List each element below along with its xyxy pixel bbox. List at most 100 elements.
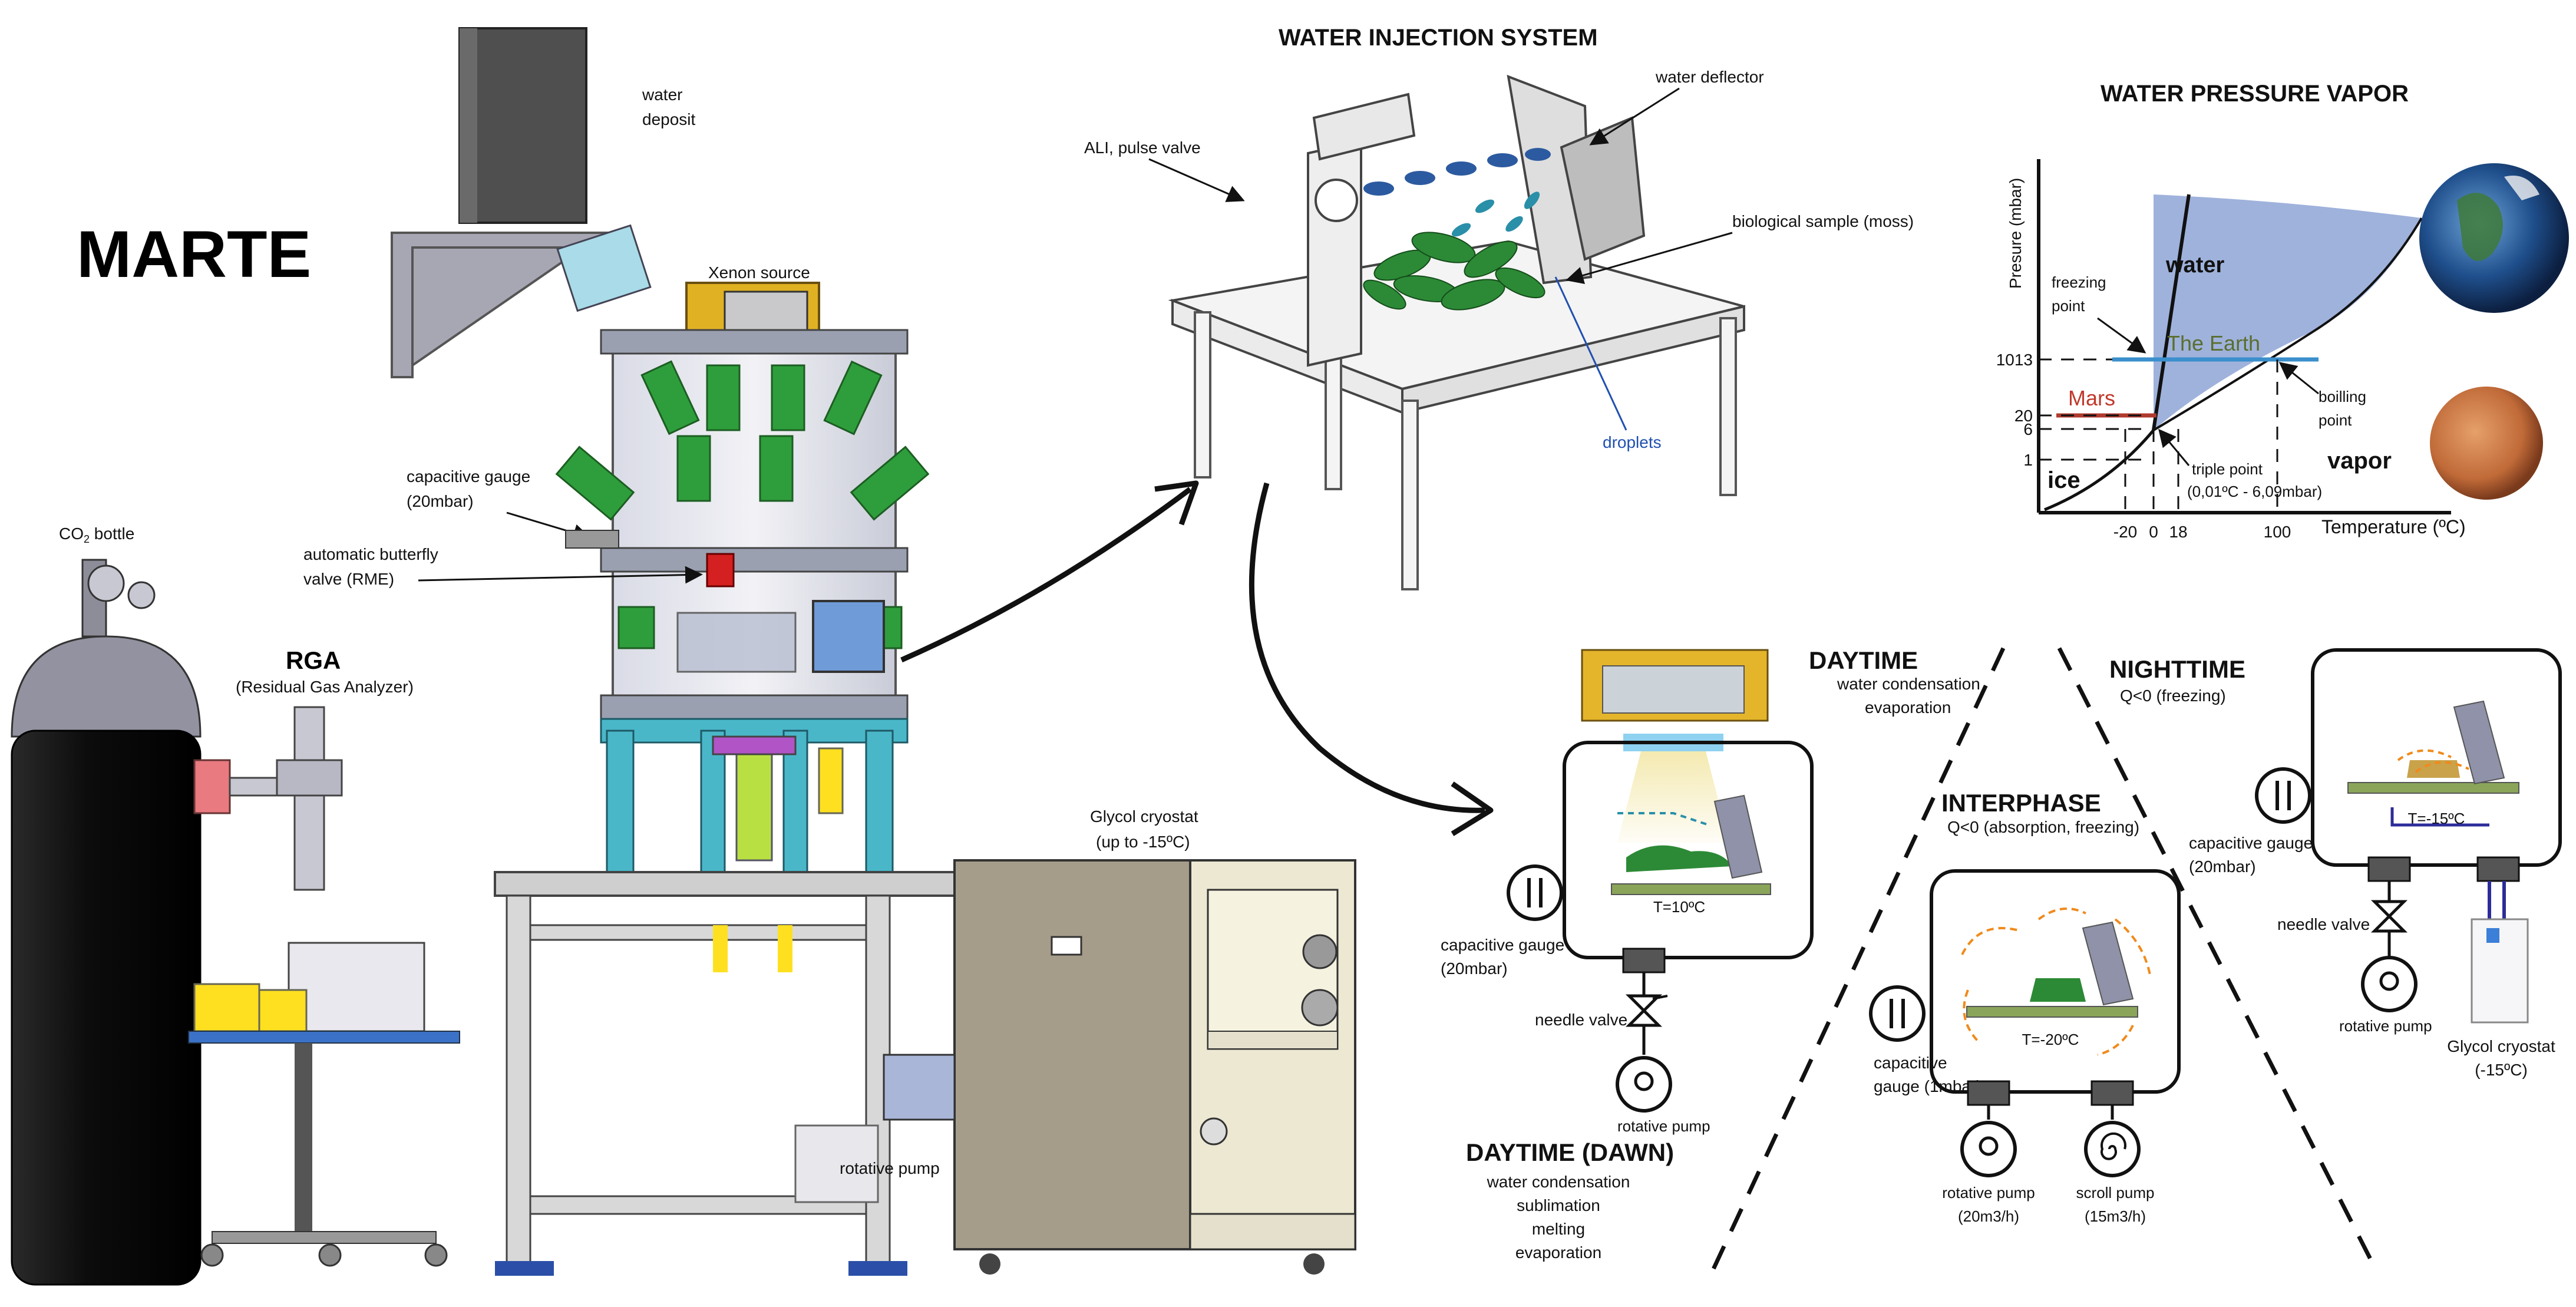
nighttime-title: NIGHTTIME	[2109, 655, 2245, 683]
nighttime-pump-icon	[2361, 956, 2418, 1012]
co2-bottle-label: CO2 bottle	[59, 524, 134, 545]
interphase-temp: T=-20ºC	[2022, 1031, 2079, 1048]
injection-section: WATER INJECTION SYSTEM	[1084, 25, 1914, 590]
dawn-line-1: water condensation	[1487, 1173, 1630, 1191]
daytime-temp: T=10ºC	[1653, 898, 1705, 916]
nighttime-cryostat-1: Glycol cryostat	[2447, 1037, 2555, 1055]
marte-title: MARTE	[77, 217, 311, 291]
interphase-chamber[interactable]	[1930, 869, 2181, 1094]
daytime-chamber[interactable]	[1563, 741, 1814, 959]
interphase-rotative-pump-icon	[1960, 1121, 2017, 1177]
water-deposit-label-1: water	[642, 85, 682, 104]
phase-ice-label: ice	[2047, 467, 2080, 493]
daytime-gauge-2: (20mbar)	[1441, 959, 1508, 978]
separator-2	[2057, 647, 2380, 1274]
marte-pump-label: rotative pump	[840, 1159, 940, 1177]
triple-label-2: (0,01ºC - 6,09mbar)	[2187, 483, 2322, 500]
interphase-panel: INTERPHASE Q<0 (absorption, freezing) T=…	[1869, 789, 2181, 1225]
sublimation-curve	[2044, 429, 2155, 511]
injection-title: WATER INJECTION SYSTEM	[1279, 25, 1598, 51]
interphase-title: INTERPHASE	[1941, 789, 2101, 817]
interphase-pump2-1: scroll pump	[2076, 1184, 2155, 1202]
x-tick-label: -20	[2113, 523, 2137, 541]
rga-subtitle: (Residual Gas Analyzer)	[236, 678, 414, 696]
moss-sample	[1363, 232, 1545, 311]
y-tick-label: 1	[2023, 451, 2033, 469]
interphase-sub: Q<0 (absorption, freezing)	[1947, 818, 2139, 836]
nighttime-gauge-2: (20mbar)	[2189, 857, 2256, 876]
dawn-title: DAYTIME (DAWN)	[1466, 1138, 1674, 1166]
daytime-sub-1: water condensation	[1837, 675, 1980, 693]
glycol-label-1: Glycol cryostat	[1090, 807, 1198, 826]
nighttime-pump-label: rotative pump	[2339, 1017, 2432, 1035]
nighttime-needle-valve	[2370, 900, 2408, 933]
marte-gauge-label-1: capacitive gauge	[407, 467, 530, 486]
mars-image	[2430, 387, 2543, 500]
interphase-scroll-pump-icon	[2084, 1121, 2141, 1177]
nighttime-cryostat-2: (-15ºC)	[2475, 1061, 2528, 1079]
nighttime-panel: NIGHTTIME Q<0 (freezing) T=-15ºC capacit…	[2109, 648, 2562, 1079]
phase-xlabel: Temperature (ºC)	[2321, 516, 2466, 537]
daytime-panel: DAYTIME water condensation evaporation T…	[1441, 646, 1980, 1262]
phase-title: WATER PRESSURE VAPOR	[2101, 81, 2409, 107]
melting-curve	[2152, 194, 2191, 431]
droplets-label: droplets	[1603, 433, 1662, 451]
daytime-gauge-1: capacitive gauge	[1441, 936, 1564, 954]
arrow-to-injection	[900, 487, 1192, 663]
water-deposit-label-2: deposit	[642, 110, 696, 128]
daytime-needle-label: needle valve	[1535, 1011, 1627, 1029]
dawn-line-4: evaporation	[1515, 1243, 1601, 1262]
arrow-to-daytime	[1249, 482, 1485, 813]
x-tick-label: 18	[2169, 523, 2187, 541]
freezing-label-1: freezing	[2052, 273, 2106, 291]
daytime-sub-2: evaporation	[1865, 698, 1951, 717]
water-deposit-tank	[458, 27, 587, 224]
water-region	[2154, 194, 2422, 430]
glycol-cryostat	[953, 859, 1356, 1275]
phase-earth-label: The Earth	[2167, 331, 2260, 355]
daytime-title: DAYTIME	[1809, 646, 1918, 674]
xenon-source-label: Xenon source	[708, 263, 810, 282]
x-tick-label: 0	[2149, 523, 2158, 541]
nighttime-sub: Q<0 (freezing)	[2120, 686, 2226, 705]
daytime-pump-icon	[1616, 1056, 1672, 1113]
boiling-label-2: point	[2319, 411, 2352, 429]
nighttime-gauge-icon	[2255, 767, 2311, 824]
marte-section: MARTE water deposit Xenon source	[11, 27, 1494, 1286]
nighttime-needle-label: needle valve	[2277, 915, 2370, 933]
co2-bottle	[11, 559, 202, 1286]
ali-valve-label: ALI, pulse valve	[1084, 138, 1201, 157]
y-tick-label: 1013	[1996, 351, 2033, 369]
boiling-label-1: boilling	[2319, 388, 2366, 405]
nighttime-gauge-1: capacitive gauge	[2189, 834, 2313, 852]
interphase-pump1-2: (20m3/h)	[1958, 1207, 2019, 1225]
dawn-line-3: melting	[1532, 1220, 1585, 1238]
nighttime-chamber[interactable]	[2311, 648, 2562, 867]
butterfly-valve-label-2: valve (RME)	[303, 570, 394, 588]
bio-sample-label: biological sample (moss)	[1732, 212, 1914, 230]
interphase-pump2-2: (15m3/h)	[2085, 1207, 2146, 1225]
nighttime-cryostat	[2471, 918, 2529, 1024]
rga-title: RGA	[286, 646, 341, 674]
interphase-gauge-icon	[1869, 985, 1926, 1042]
dawn-line-2: sublimation	[1517, 1196, 1600, 1214]
interphase-pump1-1: rotative pump	[1942, 1184, 2035, 1202]
daytime-needle-valve	[1625, 994, 1663, 1027]
phase-water-label: water	[2165, 253, 2224, 278]
y-tick-label: 6	[2023, 420, 2033, 438]
marte-gauge-label-2: (20mbar)	[407, 492, 474, 510]
interphase-gauge-2: gauge (1mbar)	[1874, 1077, 1982, 1095]
separator-1	[1709, 647, 2006, 1274]
injection-platform	[1168, 240, 1745, 391]
x-tick-label: 100	[2264, 523, 2291, 541]
freezing-label-2: point	[2052, 297, 2085, 315]
rga-device	[188, 706, 460, 1267]
phase-vapor-label: vapor	[2327, 448, 2392, 474]
phase-mars-label: Mars	[2068, 386, 2115, 410]
water-jet	[1363, 148, 1551, 196]
vaporization-curve	[2152, 217, 2423, 431]
glycol-label-2: (up to -15ºC)	[1096, 833, 1190, 851]
daytime-pump-label: rotative pump	[1617, 1117, 1710, 1135]
